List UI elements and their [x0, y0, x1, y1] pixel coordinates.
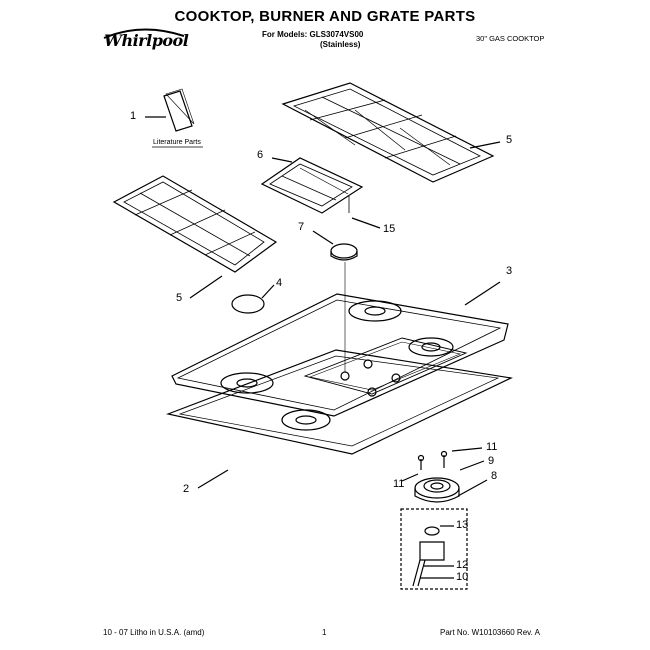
- callout-7: 7: [298, 221, 305, 233]
- cooktop-main: [171, 262, 509, 431]
- callout-6: 6: [257, 149, 264, 161]
- footer-part-number: Part No. W10103660 Rev. A: [440, 628, 540, 637]
- grate-left: [112, 175, 278, 299]
- screws: [401, 447, 483, 482]
- callout-13: 13: [456, 519, 469, 531]
- grate-right: [281, 82, 501, 183]
- burner-cap-small: [312, 230, 358, 261]
- callout-12: 12: [456, 559, 469, 571]
- literature-parts-label: Literature Parts: [153, 139, 201, 146]
- model-info: For Models: GLS3074VS00 (Stainless): [262, 30, 363, 50]
- callout-11-left: 11: [393, 478, 405, 490]
- gasket-small: [231, 284, 275, 314]
- cooktop-gasket: [165, 349, 513, 489]
- callout-4: 4: [276, 277, 283, 289]
- footer-page-number: 1: [322, 628, 327, 637]
- product-subtitle: 30" GAS COOKTOP: [476, 34, 545, 43]
- model-number: For Models: GLS3074VS00: [262, 30, 364, 39]
- callout-3: 3: [506, 265, 513, 277]
- footer-litho: 10 - 07 Litho in U.S.A. (amd): [103, 628, 205, 637]
- igniter-assembly: [400, 508, 468, 590]
- whirlpool-logo-swoosh: [103, 28, 185, 39]
- callout-1: 1: [130, 110, 137, 122]
- callout-2: 2: [183, 483, 190, 495]
- page-title: COOKTOP, BURNER AND GRATE PARTS: [174, 8, 476, 25]
- callout-8: 8: [491, 470, 498, 482]
- model-finish: (Stainless): [320, 40, 361, 49]
- literature-booklet: [145, 88, 195, 132]
- grate-center: [260, 157, 381, 229]
- callout-15: 15: [383, 223, 396, 235]
- brand-logo: Whirlpool: [104, 31, 189, 50]
- callout-5-right: 5: [506, 134, 513, 146]
- burner-base: [414, 460, 488, 503]
- callout-11-right: 11: [486, 441, 498, 453]
- igniter-parts: [412, 525, 454, 587]
- callout-10: 10: [456, 571, 469, 583]
- callout-5-left: 5: [176, 292, 183, 304]
- callout-9: 9: [488, 455, 495, 467]
